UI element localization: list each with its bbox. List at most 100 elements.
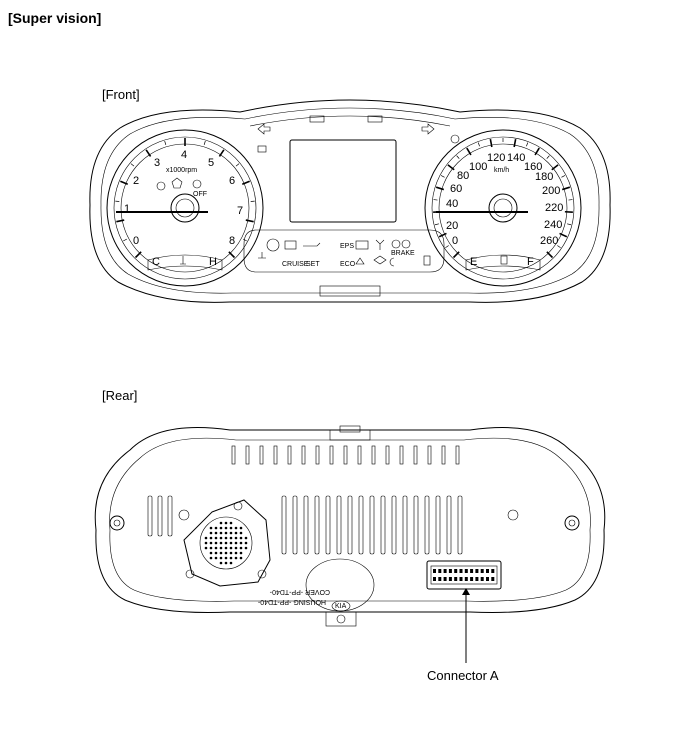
tach-tick (123, 238, 127, 242)
seatbelt-top-icon (450, 134, 460, 144)
speaker-hole (224, 536, 228, 540)
top-rib (259, 445, 264, 465)
top-rib (343, 445, 348, 465)
speed-tick (551, 164, 559, 171)
eps-label: EPS (340, 243, 354, 250)
speed-hub (488, 193, 518, 223)
center-lcd-display (289, 139, 397, 223)
vent-slot (402, 495, 408, 555)
speaker-hole (214, 536, 218, 540)
coolant-temp-icon (180, 256, 186, 265)
top-rib (427, 445, 432, 465)
seatbelt-icon (171, 177, 183, 189)
speaker-hole (214, 551, 218, 555)
washer-icon (258, 252, 266, 259)
vent-slot (391, 495, 397, 555)
connector-pin (438, 569, 442, 573)
speed-num-60: 60 (450, 183, 462, 195)
speed-num-120: 120 (487, 152, 505, 164)
connector-pin (480, 577, 484, 581)
speed-tick (447, 164, 455, 171)
tach-tick (228, 251, 236, 259)
speaker-hole (239, 531, 243, 535)
fuel-empty-label: E (470, 256, 477, 268)
speaker-hole (234, 546, 238, 550)
speed-tick (566, 223, 572, 226)
light-icon (373, 255, 387, 265)
connector-pin (470, 577, 474, 581)
fuel-pump-icon (500, 255, 508, 265)
speedometer-gauge: 0 20 40 60 80 100 120 140 160 180 200 22… (424, 129, 582, 287)
speaker-hole (204, 541, 208, 545)
temp-gauge-arc (147, 254, 223, 271)
front-inner-rim (100, 107, 600, 294)
speaker-hole (219, 521, 223, 525)
speaker-hole (219, 531, 223, 535)
battery-icon (355, 240, 369, 250)
airbag-icon (375, 239, 385, 250)
vent-slot (167, 495, 173, 537)
speaker-hole (209, 531, 213, 535)
bottom-clip (319, 285, 381, 297)
tach-tick (164, 140, 167, 145)
door-icon (423, 255, 431, 266)
tach-tick (116, 219, 125, 223)
vent-slot (457, 495, 463, 555)
tach-hub (170, 193, 200, 223)
top-rib (231, 445, 236, 465)
speed-tick (440, 175, 445, 178)
speed-tick (435, 186, 445, 191)
vent-slot (314, 495, 320, 555)
eco-label: ECO (340, 261, 356, 268)
tach-tick (245, 219, 254, 223)
connector-pin (454, 577, 458, 581)
speed-num-140: 140 (507, 152, 525, 164)
speed-num-240: 240 (544, 219, 562, 231)
speaker-hole (234, 551, 238, 555)
rear-outer-housing (94, 427, 606, 613)
vent-slot (303, 495, 309, 555)
speaker-hole (234, 541, 238, 545)
kia-logo-text: KIA (335, 603, 347, 610)
leader-arrowhead (462, 588, 470, 595)
front-view-label: [Front] (102, 87, 140, 102)
brake-label: BRAKE (391, 250, 415, 257)
top-rib (371, 445, 376, 465)
vent-slot (281, 495, 287, 555)
tach-tick (134, 251, 142, 259)
connector-pin (433, 569, 436, 573)
speaker-hole (239, 551, 243, 555)
tach-num-5: 5 (208, 157, 214, 169)
speaker-hole (239, 556, 243, 560)
front-outer-housing (89, 99, 611, 303)
speed-tick (438, 232, 447, 238)
abs-icon (266, 238, 280, 252)
housing-text-line2: COVER -PP-TD40- (269, 588, 330, 595)
top-rib (441, 445, 446, 465)
speaker-hole (244, 536, 248, 540)
top-rib (455, 445, 460, 465)
speaker-hole (234, 531, 238, 535)
top-rib (329, 445, 334, 465)
speaker-hole (224, 531, 228, 535)
speaker-hole (214, 526, 218, 530)
speaker-hole (229, 521, 233, 525)
speaker-hole (219, 541, 223, 545)
speaker-hole (204, 536, 208, 540)
top-rib (245, 445, 250, 465)
speed-tick (559, 232, 568, 238)
connector-a-callout-label: Connector A (427, 668, 499, 683)
speed-tick (445, 245, 449, 249)
speaker-hole (214, 546, 218, 550)
speaker-hole (224, 546, 228, 550)
speaker-hole (219, 526, 223, 530)
top-rib (399, 445, 404, 465)
tach-tick (243, 238, 247, 242)
speaker-hole (239, 526, 243, 530)
top-latch (329, 429, 371, 441)
tach-num-4: 4 (181, 149, 187, 161)
speaker-hole (224, 526, 228, 530)
speed-tick (477, 142, 480, 147)
speed-tick (534, 147, 540, 156)
